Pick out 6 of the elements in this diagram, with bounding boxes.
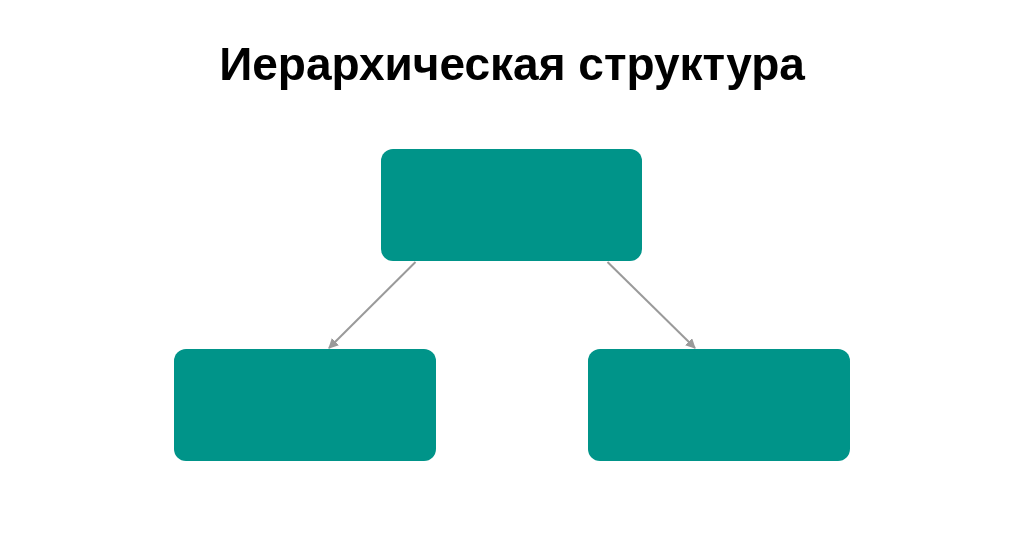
hierarchy-box	[381, 149, 642, 261]
arrow	[606, 261, 696, 349]
diagram-title: Иерархическая структура	[218, 37, 806, 92]
hierarchy-box	[174, 349, 436, 461]
hierarchy-box	[588, 349, 850, 461]
arrow	[328, 261, 417, 349]
